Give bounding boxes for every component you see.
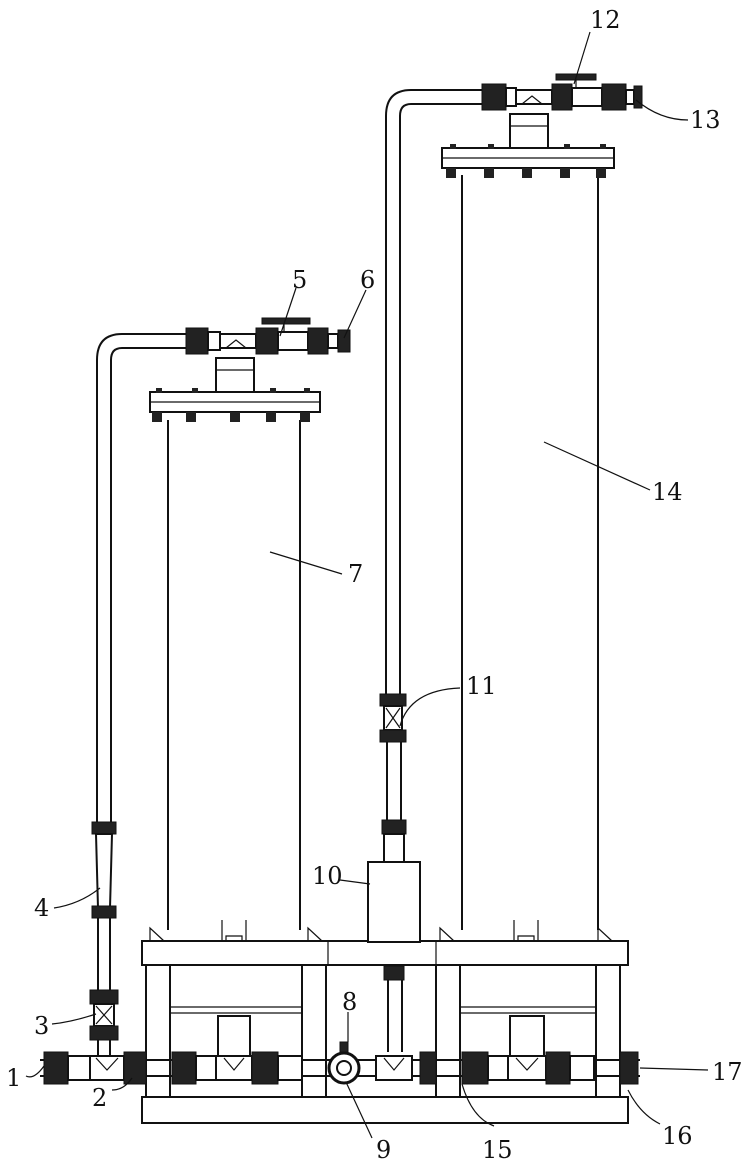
left-riser-pipe: [89, 333, 190, 1056]
label-14: 14: [652, 478, 683, 506]
label-7: 7: [348, 560, 363, 588]
label-8: 8: [342, 988, 357, 1016]
label-5: 5: [292, 266, 307, 294]
middle-riser-pipe: [367, 693, 421, 1052]
label-2: 2: [92, 1084, 107, 1112]
label-17: 17: [712, 1058, 743, 1086]
top-left-header-pipe: [185, 317, 351, 355]
label-12: 12: [590, 6, 621, 34]
label-15: 15: [482, 1136, 513, 1164]
label-11: 11: [466, 672, 497, 700]
leader-lines: [25, 31, 709, 1139]
base-frame: [141, 920, 629, 1124]
label-16: 16: [662, 1122, 693, 1150]
label-6: 6: [360, 266, 375, 294]
label-10: 10: [312, 862, 343, 890]
label-13: 13: [690, 106, 721, 134]
label-9: 9: [376, 1136, 391, 1164]
label-4: 4: [34, 894, 49, 922]
label-1: 1: [6, 1064, 21, 1092]
label-3: 3: [34, 1012, 49, 1040]
bottom-manifold: [40, 1015, 640, 1085]
right-column-14: [441, 113, 615, 930]
left-column-7: [149, 357, 321, 930]
part-labels: 1 2 3 4 5 6 7 8 9 10 11 12 13 14 15 16 1…: [6, 6, 743, 1164]
top-right-header-pipe: [385, 73, 643, 694]
